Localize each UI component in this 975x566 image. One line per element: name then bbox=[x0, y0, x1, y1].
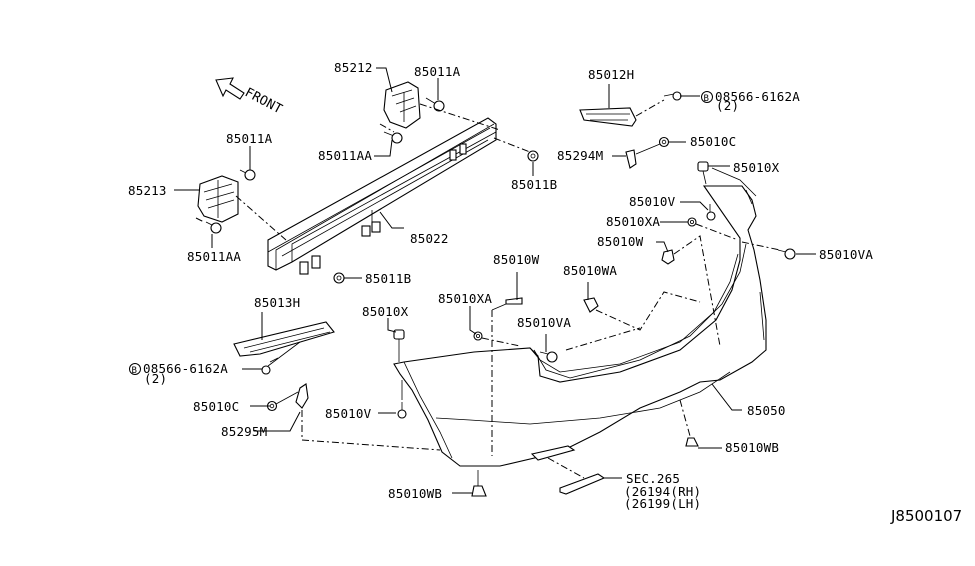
callout-85022: 85022 bbox=[410, 231, 449, 246]
nut-icon bbox=[658, 136, 670, 148]
bolt-icon bbox=[425, 97, 445, 112]
bumper-fascia-85050 bbox=[393, 167, 767, 467]
callout-85010WA: 85010WA bbox=[563, 263, 617, 278]
clip-icon bbox=[583, 297, 599, 313]
front-label: FRONT bbox=[242, 85, 284, 117]
bolt-icon bbox=[239, 169, 256, 181]
callout-85050: 85050 bbox=[747, 403, 786, 418]
callout-85013H: 85013H bbox=[254, 295, 300, 310]
callout-85011A: 85011A bbox=[226, 131, 273, 146]
callout-85011B: 85011B bbox=[511, 177, 557, 192]
callout-85010WB: 85010WB bbox=[388, 486, 442, 501]
screw-icon bbox=[261, 357, 279, 375]
side-bracket-85012H bbox=[579, 107, 637, 127]
callout-sec265-rh: (26194(RH) bbox=[624, 484, 701, 499]
callout-85010VA: 85010VA bbox=[819, 247, 873, 262]
front-arrow-icon bbox=[215, 77, 245, 100]
clip-icon bbox=[505, 297, 523, 305]
callout-85010V: 85010V bbox=[325, 406, 372, 421]
callout-08566-6162A: 08566-6162A bbox=[715, 89, 800, 104]
callout-85012H: 85012H bbox=[588, 67, 634, 82]
marker-b-icon: B bbox=[701, 91, 713, 104]
bolt-icon bbox=[706, 204, 716, 221]
nut-icon bbox=[527, 150, 539, 162]
clip-icon bbox=[685, 437, 699, 447]
svg-text:B: B bbox=[132, 366, 138, 376]
clip-icon bbox=[697, 161, 709, 172]
callout-85010V: 85010V bbox=[629, 194, 676, 209]
screw-icon bbox=[663, 91, 682, 101]
bolt-icon bbox=[205, 221, 222, 234]
clip-icon bbox=[393, 329, 405, 340]
callout-08566-6162A: 08566-6162A bbox=[143, 361, 228, 376]
bracket-85212 bbox=[383, 81, 421, 129]
callout-85213: 85213 bbox=[128, 183, 167, 198]
reinforcement-beam-85022 bbox=[267, 117, 497, 275]
callout-85010XA: 85010XA bbox=[438, 291, 492, 306]
callout-sec265: SEC.265 bbox=[626, 471, 680, 486]
reflector-sec265 bbox=[530, 445, 606, 495]
callout-85010C: 85010C bbox=[690, 134, 736, 149]
callout-qty: (2) bbox=[144, 371, 167, 386]
nut-icon bbox=[687, 217, 697, 227]
nut-icon bbox=[333, 272, 345, 284]
diagram-code: J8500107 bbox=[890, 507, 962, 525]
callout-85010W: 85010W bbox=[493, 252, 540, 267]
callout-85010X: 85010X bbox=[733, 160, 780, 175]
callout-85011A: 85011A bbox=[414, 64, 461, 79]
clip-icon bbox=[661, 249, 675, 265]
callout-qty: (2) bbox=[716, 98, 739, 113]
callout-85011AA: 85011AA bbox=[318, 148, 372, 163]
callout-85212: 85212 bbox=[334, 60, 373, 75]
bolt-icon bbox=[383, 131, 403, 144]
bolt-icon bbox=[397, 402, 407, 419]
callout-sec265-lh: (26199(LH) bbox=[624, 496, 701, 511]
bracket-85213 bbox=[197, 175, 239, 223]
callout-85010VA: 85010VA bbox=[517, 315, 571, 330]
clip-icon bbox=[471, 485, 487, 497]
bolt-icon bbox=[777, 248, 796, 260]
callout-85010XA: 85010XA bbox=[606, 214, 660, 229]
callout-85010WB: 85010WB bbox=[725, 440, 779, 455]
marker-b-icon: B bbox=[129, 363, 141, 376]
callout-85011AA: 85011AA bbox=[187, 249, 241, 264]
bracket-85295M bbox=[295, 383, 309, 409]
callout-85294M: 85294M bbox=[557, 148, 603, 163]
callout-85010W: 85010W bbox=[597, 234, 644, 249]
callout-85010X: 85010X bbox=[362, 304, 409, 319]
svg-text:B: B bbox=[704, 94, 710, 104]
callout-85010C: 85010C bbox=[193, 399, 239, 414]
callout-85295M: 85295M bbox=[221, 424, 267, 439]
callout-85011B: 85011B bbox=[365, 271, 411, 286]
bolt-icon bbox=[539, 351, 558, 363]
side-bracket-85013H bbox=[233, 321, 335, 357]
bracket-85294M bbox=[625, 149, 637, 169]
